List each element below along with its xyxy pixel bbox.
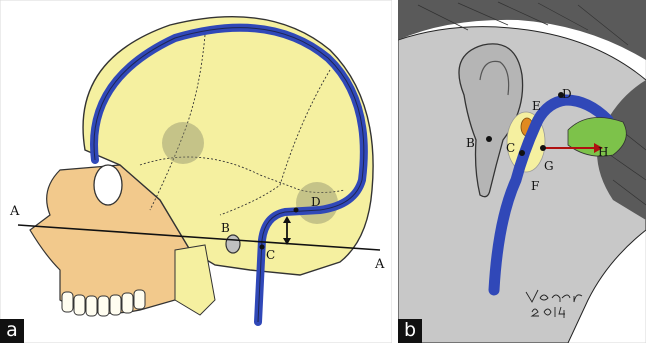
panel-b: B C D E F G H b: [398, 0, 646, 343]
label-plane-right: A: [374, 257, 385, 272]
ear-region-illustration: B C D E F G H: [398, 0, 646, 343]
label-g-b: G: [544, 159, 554, 173]
point-c-b: [519, 150, 525, 156]
point-d: [294, 208, 299, 213]
skull-illustration: A A B C D: [0, 0, 392, 343]
panel-a-tag: a: [0, 319, 24, 343]
orbit: [94, 165, 122, 205]
point-g-b: [540, 145, 546, 151]
label-b-b: B: [466, 136, 475, 150]
point-b-b: [486, 136, 492, 142]
label-c-b: C: [506, 141, 515, 155]
label-e-b: E: [532, 99, 541, 113]
label-f-b: F: [531, 179, 539, 193]
label-d-b: D: [562, 87, 572, 101]
panel-b-tag: b: [398, 319, 422, 343]
label-b: B: [221, 221, 230, 235]
pterion-region: [162, 122, 204, 164]
label-c: C: [266, 248, 275, 262]
panel-a: A A B C D a: [0, 0, 392, 343]
label-d: D: [311, 195, 321, 209]
acoustic-meatus: [226, 235, 240, 253]
label-plane-left: A: [9, 204, 20, 219]
point-c: [260, 245, 265, 250]
label-h-b: H: [598, 145, 608, 159]
